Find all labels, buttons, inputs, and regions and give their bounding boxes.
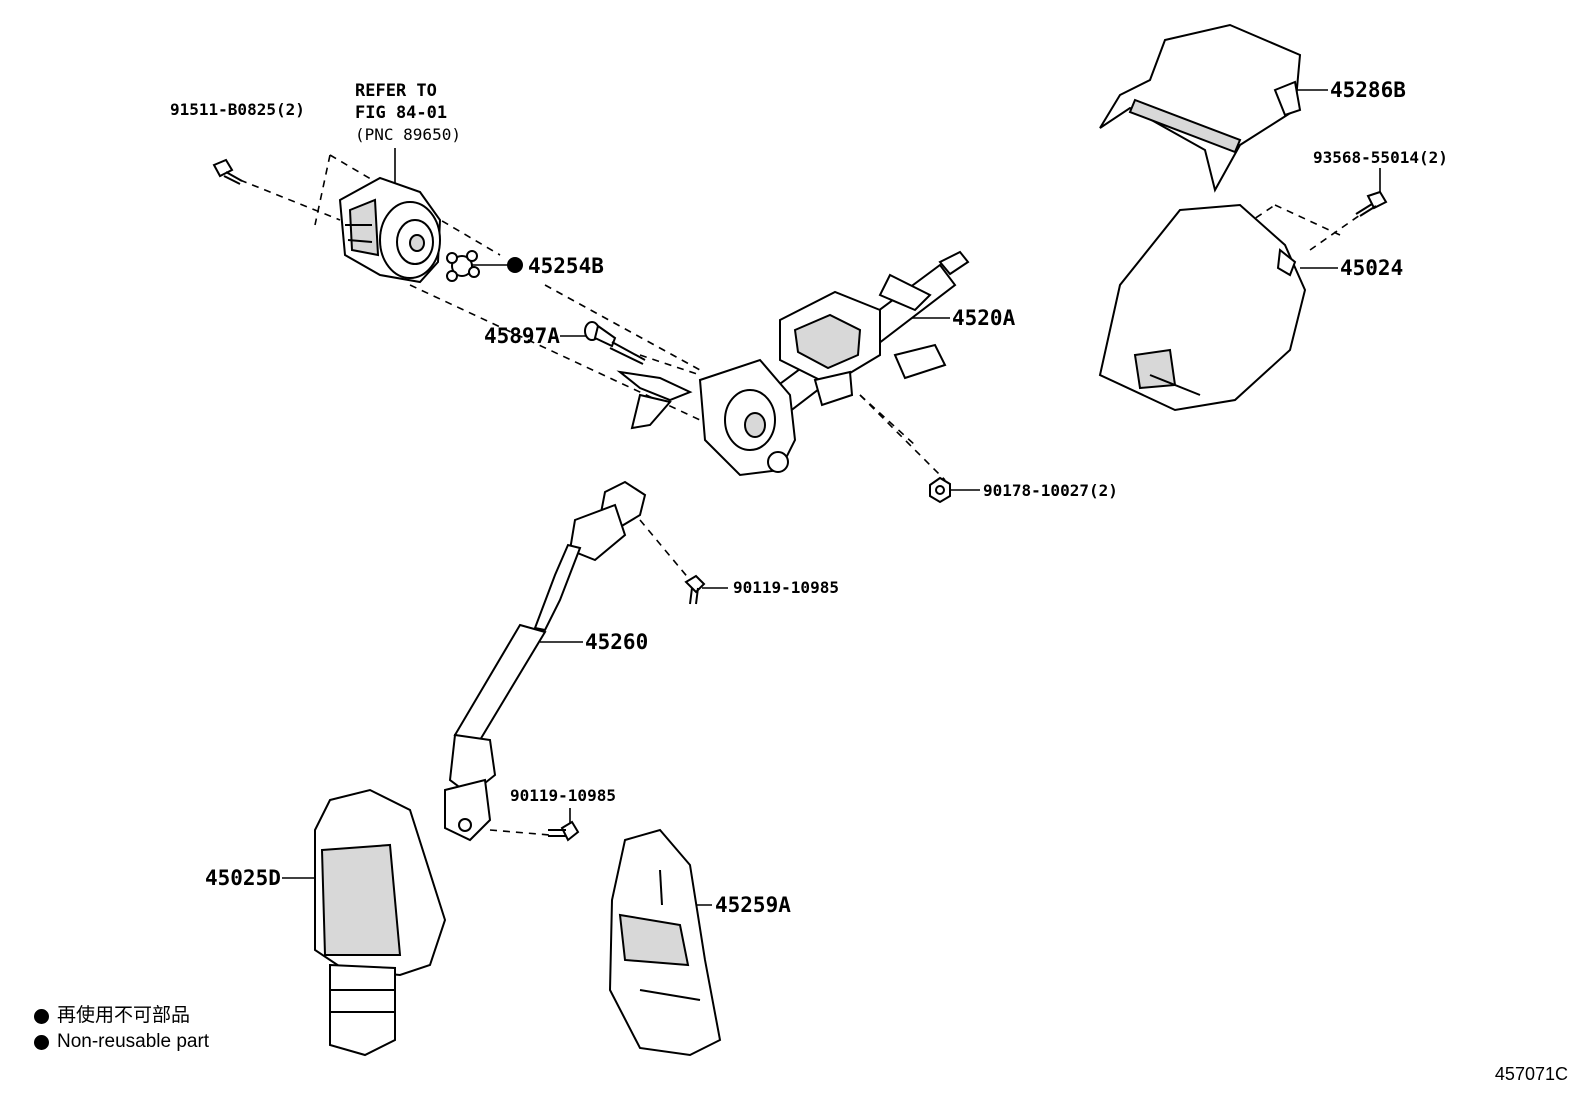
label-93568-55014[interactable]: 93568-55014(2) (1313, 148, 1448, 167)
bolt-90119-upper-icon (684, 574, 706, 605)
label-45254b[interactable]: 45254B (528, 254, 604, 278)
label-4520a[interactable]: 4520A (952, 306, 1016, 330)
nut-90178-icon (929, 476, 951, 504)
screw-93568-icon (1355, 190, 1388, 217)
bullet-dot-icon (34, 1008, 49, 1024)
legend-en-text: Non-reusable part (57, 1031, 210, 1052)
legend: 再使用不可部品 Non-reusable part (34, 1003, 209, 1055)
steering-column-45200a-icon (616, 250, 970, 477)
bolt-90119-lower-icon (548, 820, 580, 842)
legend-jp-text: 再使用不可部品 (57, 1005, 191, 1026)
bolt-91511-icon (212, 158, 243, 185)
label-90119-10985-upper[interactable]: 90119-10985 (733, 578, 839, 597)
label-90119-10985-lower[interactable]: 90119-10985 (510, 786, 616, 805)
legend-row-jp: 再使用不可部品 (34, 1003, 209, 1029)
spiral-cable-assembly-icon (338, 176, 442, 284)
non-reusable-dot-icon (507, 257, 523, 273)
legend-row-en: Non-reusable part (34, 1029, 209, 1055)
label-45024[interactable]: 45024 (1340, 256, 1404, 280)
label-90178-10027[interactable]: 90178-10027(2) (983, 481, 1118, 500)
refer-note: REFER TO FIG 84-01 (PNC 89650) (355, 80, 461, 146)
refer-note-line1: REFER TO (355, 81, 437, 101)
part-45254b-icon (446, 250, 480, 282)
label-45897a[interactable]: 45897A (484, 324, 560, 348)
figure-code: 457071C (1494, 1064, 1568, 1084)
label-45259a[interactable]: 45259A (715, 893, 791, 917)
refer-note-line2: FIG 84-01 (355, 103, 448, 123)
intermediate-shaft-45260-icon (444, 480, 647, 842)
label-45286b[interactable]: 45286B (1330, 78, 1406, 102)
label-45025d[interactable]: 45025D (205, 866, 281, 890)
refer-note-line3: (PNC 89650) (355, 125, 461, 144)
bolt-45897a-icon (584, 321, 646, 365)
label-91511-b0825[interactable]: 91511-B0825(2) (170, 100, 305, 119)
label-45260[interactable]: 45260 (585, 630, 649, 654)
part-45025d-icon (314, 788, 447, 1057)
part-45259a-icon (608, 828, 722, 1057)
part-45286b-icon (1099, 23, 1302, 193)
part-45024-icon (1098, 203, 1307, 412)
bullet-dot-icon (34, 1034, 49, 1050)
